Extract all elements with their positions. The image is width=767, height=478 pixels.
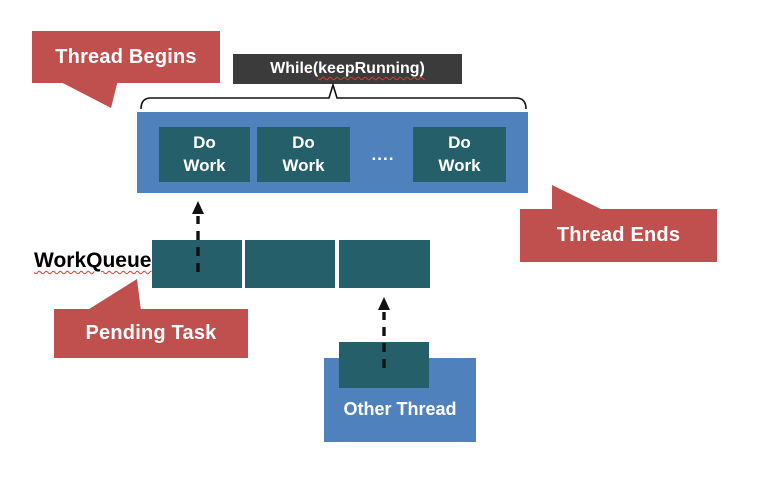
do-work-box: Do Work — [413, 127, 506, 182]
do-work-box: Do Work — [257, 127, 350, 182]
queue-slot — [245, 240, 335, 288]
other-thread-task-box — [339, 342, 429, 388]
pending-task-callout: Pending Task — [54, 309, 248, 358]
thread-begins-tail — [57, 80, 118, 108]
while-label-keeprunning: keepRunning) — [318, 60, 425, 77]
queue-slot — [339, 240, 430, 288]
pending-task-label: Pending Task — [85, 322, 217, 344]
ellipsis-label: .... — [371, 144, 395, 164]
thread-ends-label: Thread Ends — [556, 224, 681, 246]
queue-slot — [152, 240, 242, 288]
thread-begins-label: Thread Begins — [55, 45, 197, 68]
while-keeprunning-box: While(keepRunning) — [233, 54, 462, 84]
loop-scope-brace — [140, 82, 527, 110]
thread-ends-callout: Thread Ends — [520, 209, 717, 262]
pending-task-tail — [86, 279, 141, 311]
thread-ends-tail — [552, 185, 605, 211]
dequeue-arrow-head — [192, 201, 204, 214]
while-label-prefix: While( — [270, 60, 319, 77]
other-thread-label: Other Thread — [343, 399, 457, 419]
thread-begins-callout: Thread Begins — [32, 31, 220, 83]
do-work-box: Do Work — [159, 127, 250, 182]
workqueue-label: WorkQueue — [34, 249, 152, 272]
enqueue-arrow-head — [378, 297, 390, 310]
